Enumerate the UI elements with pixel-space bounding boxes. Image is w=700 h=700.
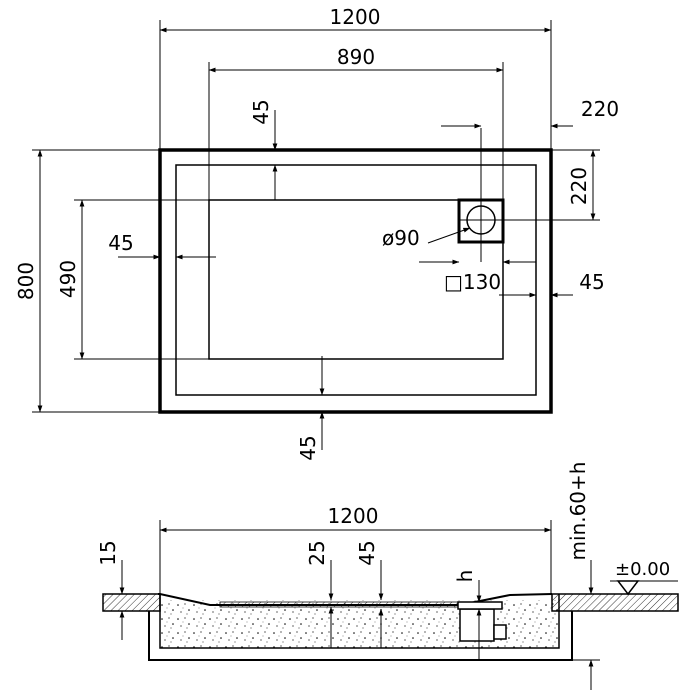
dim-inner-depth: 490 <box>56 260 80 298</box>
tray-basin-outline <box>208 199 504 360</box>
dim-drain-offset-right: 220 <box>581 97 619 121</box>
dim-top-rim: 45 <box>249 99 273 124</box>
dim-overall-width: 1200 <box>330 5 381 29</box>
dim-bottom-rim: 45 <box>296 435 320 460</box>
floor-level-symbol <box>616 580 640 596</box>
dim-section-width: 1200 <box>328 504 379 528</box>
tray-surface-hatch <box>219 601 461 608</box>
drain-body <box>459 608 495 642</box>
section-view: 1200 15 25 45 h min.60+h ±0.00 <box>96 462 679 690</box>
dim-floor-level: ±0.00 <box>615 559 670 580</box>
floor-slab-right <box>551 593 679 612</box>
dim-tray-thickness: 45 <box>355 540 379 565</box>
dim-right-rim: 45 <box>579 270 604 294</box>
drain-top <box>457 601 503 610</box>
dim-min-height: min.60+h <box>566 462 590 561</box>
pit-outline <box>148 611 573 661</box>
dim-inner-width: 890 <box>337 45 375 69</box>
plan-view: 1200 890 800 490 45 45 45 45 <box>14 5 619 461</box>
dim-base-thickness: 25 <box>305 540 329 565</box>
floor-slab-left <box>102 593 161 612</box>
dim-drain-offset-top: 220 <box>567 167 591 205</box>
tray-outer-outline <box>158 148 553 414</box>
drain-outlet <box>493 624 507 640</box>
dim-drain-box: □130 <box>444 270 501 294</box>
tray-rim-outline <box>175 164 537 396</box>
dim-left-rim: 45 <box>108 231 133 255</box>
dim-overall-depth: 800 <box>14 262 38 300</box>
dim-drain-h: h <box>453 570 477 583</box>
dim-slab-thickness: 15 <box>96 540 120 565</box>
dim-drain-diameter: ø90 <box>382 226 420 250</box>
drain-diameter-leader <box>427 227 471 244</box>
